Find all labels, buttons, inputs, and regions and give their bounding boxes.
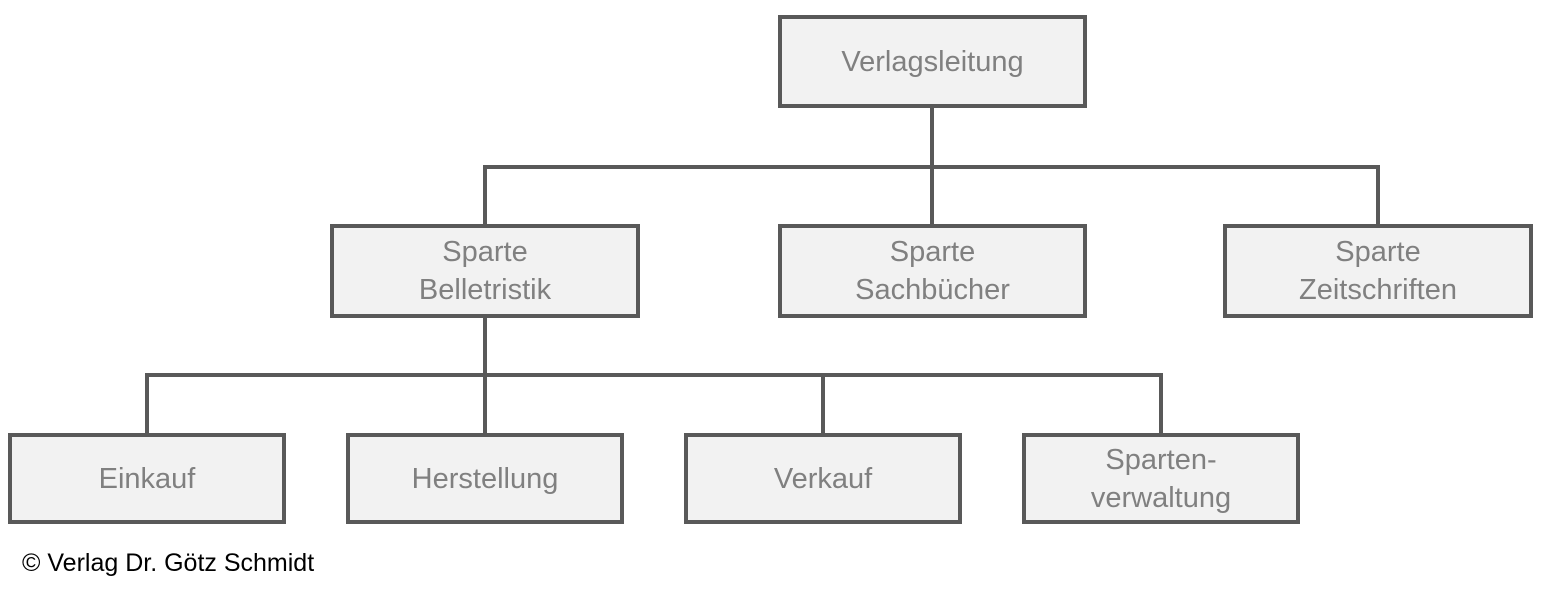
connector-belletristik-down bbox=[483, 316, 487, 377]
org-node-einkauf: Einkauf bbox=[8, 433, 286, 524]
connector-level3-horizontal bbox=[145, 373, 1163, 377]
connector-down-spartenverwaltung bbox=[1159, 373, 1163, 436]
copyright-notice: © Verlag Dr. Götz Schmidt bbox=[22, 549, 315, 577]
org-node-verkauf: Verkauf bbox=[684, 433, 962, 524]
org-node-verlagsleitung: Verlagsleitung bbox=[778, 15, 1087, 108]
connector-down-zeitschriften bbox=[1376, 165, 1380, 227]
connector-down-belletristik bbox=[483, 165, 487, 227]
org-node-spartenverwaltung: Sparten- verwaltung bbox=[1022, 433, 1300, 524]
connector-down-sachbuecher bbox=[930, 165, 934, 227]
org-node-sparte-zeitschriften: Sparte Zeitschriften bbox=[1223, 224, 1533, 318]
connector-down-verkauf bbox=[821, 373, 825, 436]
connector-down-einkauf bbox=[145, 373, 149, 436]
org-node-herstellung: Herstellung bbox=[346, 433, 624, 524]
org-node-sparte-belletristik: Sparte Belletristik bbox=[330, 224, 640, 318]
connector-root-down bbox=[930, 106, 934, 168]
connector-down-herstellung bbox=[483, 373, 487, 436]
org-node-sparte-sachbuecher: Sparte Sachbücher bbox=[778, 224, 1087, 318]
